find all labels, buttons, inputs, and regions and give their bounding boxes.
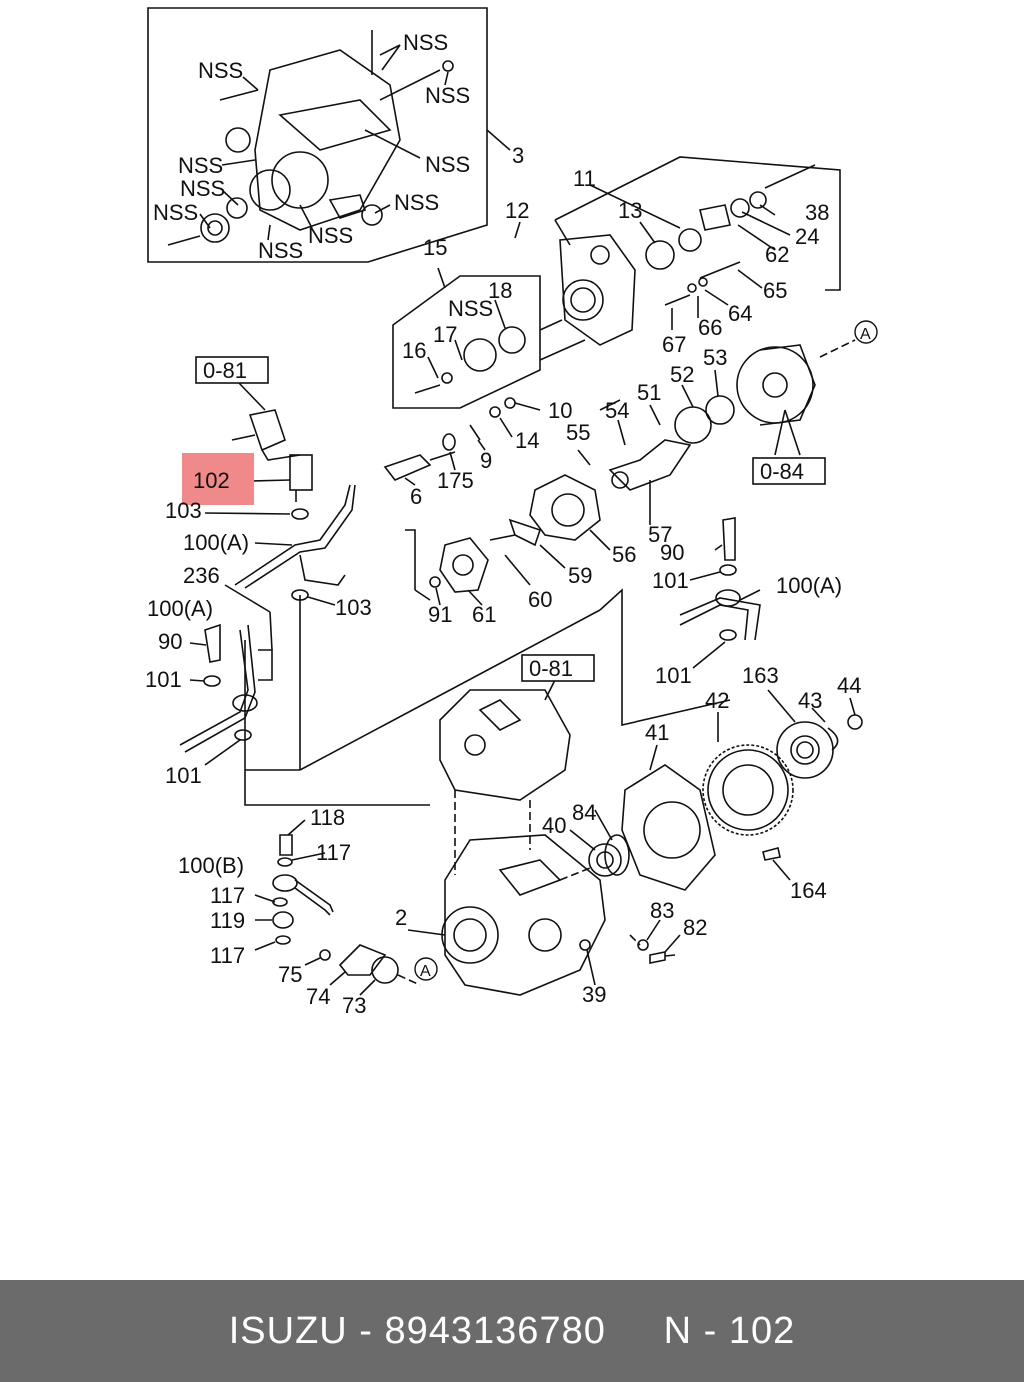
label-nss-8: NSS [394, 190, 439, 215]
label-nss-9: NSS [308, 223, 353, 248]
label-part-60: 60 [528, 587, 552, 612]
label-part-163: 163 [742, 663, 779, 688]
label-ref-081-top: 0-81 [203, 358, 247, 383]
label-part-41: 41 [645, 720, 669, 745]
label-nss-5: NSS [178, 153, 223, 178]
label-nss-11: NSS [448, 296, 493, 321]
label-part-10: 10 [548, 398, 572, 423]
label-part-67: 67 [662, 332, 686, 357]
label-part-11: 11 [573, 166, 596, 191]
label-part-62: 62 [765, 242, 789, 267]
label-part-57: 57 [648, 522, 672, 547]
label-nss-4: NSS [425, 152, 470, 177]
label-ref-081-bottom: 0-81 [529, 656, 573, 681]
label-part-103-a: 103 [165, 498, 202, 523]
label-nss-2: NSS [403, 30, 448, 55]
label-part-119: 119 [210, 908, 245, 933]
label-part-100a-3: 100(A) [776, 573, 842, 598]
label-part-100a-2: 100(A) [147, 596, 213, 621]
footer-bar: ISUZU - 8943136780 N - 102 [0, 1280, 1024, 1382]
label-part-117-b: 117 [210, 883, 245, 908]
label-part-175: 175 [437, 468, 474, 493]
label-part-42: 42 [705, 688, 729, 713]
ref-box-084 [752, 457, 826, 485]
label-part-74: 74 [306, 984, 330, 1009]
label-part-54: 54 [605, 398, 629, 423]
label-part-13: 13 [618, 198, 642, 223]
label-part-39: 39 [582, 982, 606, 1007]
label-part-100b: 100(B) [178, 853, 244, 878]
label-part-38: 38 [805, 200, 829, 225]
label-part-102: 102 [193, 468, 230, 493]
label-part-2: 2 [395, 905, 407, 930]
label-part-90-a: 90 [158, 629, 182, 654]
label-part-12: 12 [505, 198, 529, 223]
label-part-84: 84 [572, 800, 596, 825]
label-part-17: 17 [433, 322, 457, 347]
label-part-101-b: 101 [165, 763, 202, 788]
label-part-164: 164 [790, 878, 827, 903]
label-part-65: 65 [763, 278, 787, 303]
label-part-14: 14 [515, 428, 539, 453]
highlight-box-102 [182, 453, 254, 505]
label-part-3: 3 [512, 143, 524, 168]
label-part-75: 75 [278, 962, 302, 987]
exploded-parts-diagram: NSS NSS NSS NSS NSS NSS NSS NSS NSS NSS … [145, 7, 878, 1018]
label-part-82: 82 [683, 915, 707, 940]
label-part-44: 44 [837, 673, 861, 698]
label-part-101-d: 101 [655, 663, 692, 688]
label-part-103-b: 103 [335, 595, 372, 620]
label-part-18: 18 [488, 278, 512, 303]
label-part-53: 53 [703, 345, 727, 370]
label-part-16: 16 [402, 338, 426, 363]
label-part-117-a: 117 [316, 840, 351, 865]
label-circle-a-bottom: A [420, 963, 431, 980]
ref-box-081-bottom [521, 654, 595, 682]
label-part-59: 59 [568, 563, 592, 588]
label-part-101-c: 101 [652, 568, 689, 593]
label-part-52: 52 [670, 362, 694, 387]
label-part-90-b: 90 [660, 540, 684, 565]
label-part-51: 51 [637, 380, 661, 405]
label-part-236: 236 [183, 563, 220, 588]
label-part-55: 55 [566, 420, 590, 445]
label-part-6: 6 [410, 484, 422, 509]
label-part-73: 73 [342, 993, 366, 1018]
label-nss-3: NSS [425, 83, 470, 108]
label-nss-6: NSS [180, 176, 225, 201]
label-part-91: 91 [428, 602, 452, 627]
label-part-43: 43 [798, 688, 822, 713]
label-part-117-c: 117 [210, 943, 245, 968]
label-part-101-a: 101 [145, 667, 182, 692]
footer-part-number: ISUZU - 8943136780 N - 102 [228, 1309, 796, 1352]
label-part-15: 15 [423, 235, 447, 260]
label-part-66: 66 [698, 315, 722, 340]
label-part-100a-1: 100(A) [183, 530, 249, 555]
label-part-9: 9 [480, 448, 492, 473]
label-nss-7: NSS [153, 200, 198, 225]
label-circle-a-top: A [860, 326, 871, 343]
label-part-24: 24 [795, 224, 819, 249]
circle-a-bottom [414, 957, 438, 981]
label-ref-084: 0-84 [760, 459, 804, 484]
label-nss-10: NSS [258, 238, 303, 263]
ref-box-081-top [195, 356, 269, 384]
label-part-83: 83 [650, 898, 674, 923]
label-part-56: 56 [612, 542, 636, 567]
label-part-61: 61 [472, 602, 496, 627]
label-part-64: 64 [728, 301, 752, 326]
label-part-118: 118 [310, 805, 345, 830]
label-part-40: 40 [542, 813, 566, 838]
inset-box [147, 7, 488, 263]
circle-a-top [854, 320, 878, 344]
label-nss-1: NSS [198, 58, 243, 83]
